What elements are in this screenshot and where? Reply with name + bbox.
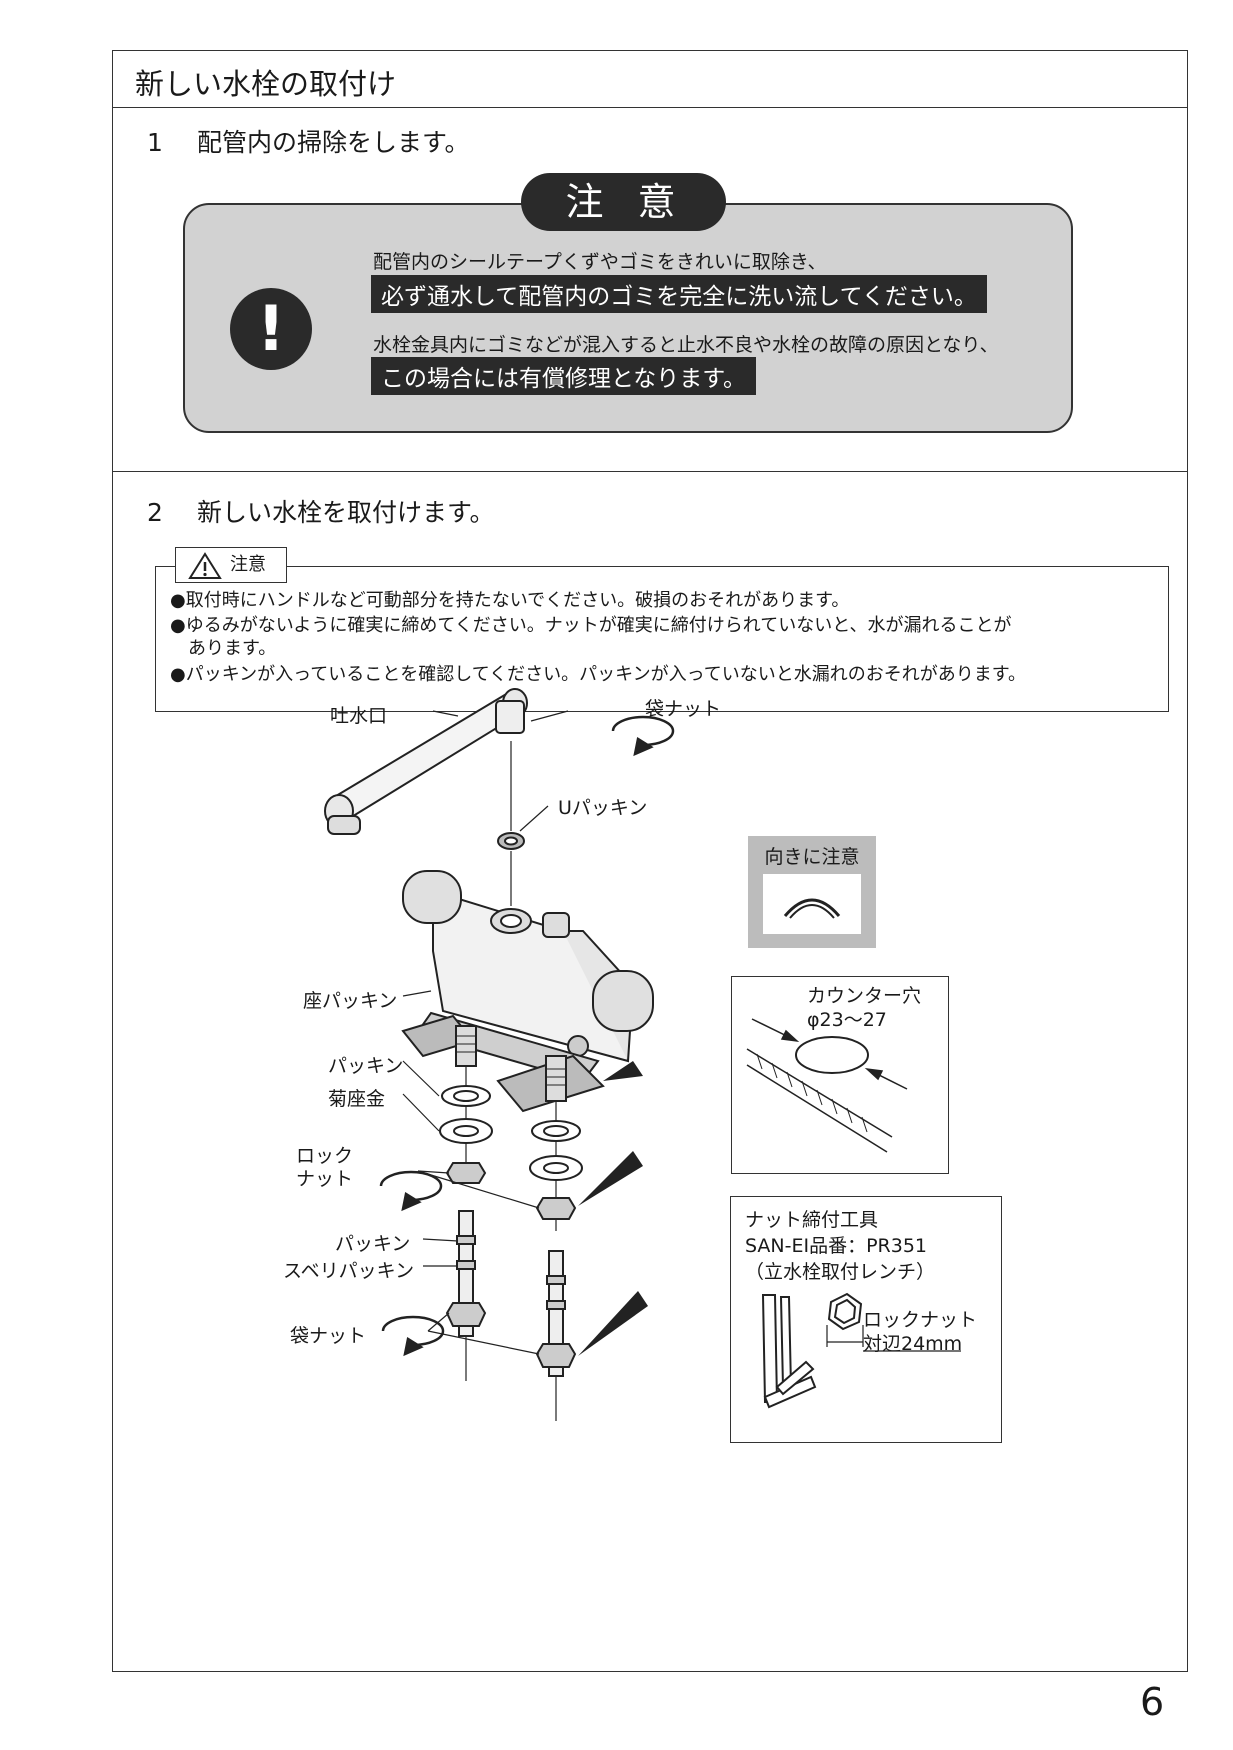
note-bullet-3: ●パッキンが入っていることを確認してください。パッキンが入っていないと水漏れのお… [170,664,1026,685]
label-counter-hole: カウンター穴 [807,985,922,1007]
section-header: 新しい水栓の取付け [113,51,1187,108]
caution-highlight-1: 必ず通水して配管内のゴミを完全に洗い流してください。 [371,275,987,313]
rotate-arrow-top [611,715,675,747]
note-bullet-1: ●取付時にハンドルなど可動部分を持たないでください。破損のおそれがあります。 [170,590,850,611]
left-cap-nut [445,1302,487,1327]
label-cap-nut-bottom: 袋ナット [290,1325,367,1347]
label-counter-hole-size: φ23〜27 [807,1009,887,1031]
right-cap-nut [535,1343,577,1368]
label-packing-2: パッキン [335,1233,411,1255]
step-2: 2 新しい水栓を取付けます。 [147,493,495,529]
section-title: 新しい水栓の取付け [135,67,397,101]
u-packing-detail [763,874,861,934]
faucet-body [402,870,654,1063]
label-cap-nut-top: 袋ナット [645,698,722,720]
u-packing-icon [783,898,841,919]
note-tag-label: 注意 [230,554,266,575]
exclamation-icon: ! [230,288,312,370]
rotate-arrow-cap [381,1315,445,1347]
right-lock-nut [535,1197,577,1220]
note-tag: 注意 [175,547,287,583]
note-box: ●取付時にハンドルなど可動部分を持たないでください。破損のおそれがあります。 ●… [155,566,1169,712]
step-2-number: 2 [147,498,163,527]
caution-pill: 注意 [521,173,726,231]
step-1-number: 1 [147,128,163,157]
label-tool-name: （立水栓取付レンチ） [745,1261,936,1283]
label-tool-part: SAN-EI品番：PR351 [745,1235,928,1257]
label-spout: 吐水口 [330,705,388,727]
assembly-diagram [324,688,675,1421]
label-packing-1: パッキン [328,1055,404,1077]
step-1: 1 配管内の掃除をします。 [147,123,470,159]
label-tool-title: ナット締付工具 [745,1209,879,1231]
page-frame: 新しい水栓の取付け 1 配管内の掃除をします。 ! 配管内のシールテープくずやゴミ… [112,50,1188,1672]
step-1-text: 配管内の掃除をします。 [197,128,470,157]
label-u-packing: Uパッキン [558,797,648,819]
left-lock-nut [445,1162,487,1184]
wrench-diagram [761,1292,961,1409]
lock-nut-hex-icon [827,1292,863,1331]
label-washer: 菊座金 [328,1088,386,1110]
page-number: 6 [1140,1680,1165,1724]
counter-hole-diagram [746,1018,908,1153]
label-lock-nut-size: 対辺24mm [863,1333,963,1355]
rotate-arrow-lock [379,1170,443,1202]
counter-hole-detail: カウンター穴 φ23〜27 [731,976,949,1174]
wrench-icon [761,1294,779,1403]
caution-line-1: 配管内のシールテープくずやゴミをきれいに取除き、 [373,251,827,273]
label-lock-nut-1: ロック [296,1145,354,1167]
counter-callout-pointer [603,1061,643,1081]
label-seat-packing: 座パッキン [303,990,398,1012]
label-lock-nut-tool: ロックナット [863,1309,978,1331]
label-lock-nut-2: ナット [296,1168,354,1190]
note-bullet-2-cont: あります。 [170,638,277,659]
label-slip-packing: スベリパッキン [283,1260,415,1282]
warning-triangle-icon [188,552,222,579]
spout-pipe [324,688,528,835]
section-divider [113,471,1187,472]
caution-line-2: 水栓金具内にゴミなどが混入すると止水不良や水栓の故障の原因となり、 [373,334,999,356]
caution-highlight-2: この場合には有償修理となります。 [371,357,757,395]
note-bullet-2: ●ゆるみがないように確実に締めてください。ナットが確実に締付けられていないと、水… [170,615,1012,636]
label-orientation-note: 向きに注意 [764,846,860,868]
orientation-note-box: 向きに注意 [748,836,876,948]
tool-info-box: ナット締付工具 SAN-EI品番：PR351 （立水栓取付レンチ） ロックナット… [730,1196,1002,1443]
step-2-text: 新しい水栓を取付けます。 [197,498,495,527]
